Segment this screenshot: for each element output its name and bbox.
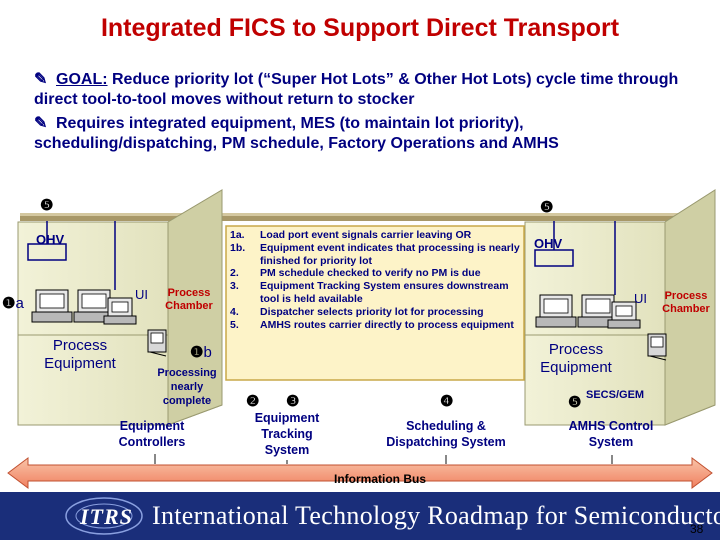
secs-gem-label: SECS/GEM [586,389,645,401]
step-5-marker: ❺ [540,199,554,216]
goal-text: Reduce priority lot (“Super Hot Lots” & … [34,71,679,108]
step-item: 1b. Equipment event indicates that proces… [230,242,522,268]
ohv-rail [20,213,700,221]
scheduling-dispatching-label: Scheduling & Dispatching System [386,419,506,449]
footer-banner-text: International Technology Roadmap for Sem… [152,501,720,530]
step-number: 5. [230,318,239,331]
page-number: 38 [690,522,704,536]
step-text: Load port event signals carrier leaving … [260,229,472,241]
information-bus-arrow [7,457,713,489]
step-1-marker: ❶ [190,344,204,361]
step-3-marker: ❸ [286,393,300,410]
processing-note: Processing nearly complete [157,367,217,407]
process-chamber-label: Process Chamber [662,290,710,315]
step-text: Equipment Tracking System ensures downst… [260,280,509,305]
computer-terminal-icon [147,329,167,357]
step-text: Equipment event indicates that processin… [260,241,520,267]
amhs-control-label: AMHS Control System [568,419,654,449]
step-item: 3. Equipment Tracking System ensures down… [230,280,522,306]
ohv-label: OHV [36,232,65,247]
bullet-requirements: ✎Requires integrated equipment, MES (to … [34,114,694,154]
step-item: 2. PM schedule checked to verify no PM is… [230,267,522,280]
ui-label: UI [135,287,148,302]
step-text: AMHS routes carrier directly to process … [260,318,514,331]
step-number: 2. [230,267,239,280]
itrs-logo-text: ITRS [80,504,133,529]
steps-box [225,225,525,381]
process-equipment-label: Process Equipment [44,337,116,372]
right-bay [524,189,716,426]
step-1-marker: ❶ [2,295,16,312]
left-bay [17,189,223,426]
bullet-goal: ✎ GOAL: Reduce priority lot (“Super Hot L… [34,70,694,110]
equipment-controllers-label: Equipment Controllers [118,419,186,449]
load-port-icon [73,289,115,323]
step-5-marker: ❺ [568,394,582,411]
step-2-marker: ❷ [246,393,260,410]
step-4-marker: ❹ [440,393,454,410]
step-item: 4. Dispatcher selects priority lot for pr… [230,306,522,319]
load-port-icon [535,294,577,328]
load-port-icon [577,294,619,328]
step-1b-marker: ❶b [190,343,212,361]
step-number: 3. [230,280,239,293]
load-port-icon [607,301,641,329]
information-bus-label: Information Bus [334,472,426,486]
steps-list: 1a. Load port event signals carrier leavi… [230,229,522,331]
step-item: 5. AMHS routes carrier directly to proces… [230,319,522,332]
pencil-icon: ✎ [34,71,48,88]
ohv-label: OHV [534,236,563,251]
ohv-rail-highlight [20,213,700,216]
step-1a-marker: ❶a [2,294,24,312]
page-title: Integrated FICS to Support Direct Transp… [100,14,620,42]
load-port-icon [31,289,73,323]
step-number: 1b. [230,241,246,254]
step-item: 1a. Load port event signals carrier leavi… [230,229,522,242]
itrs-logo-icon [65,497,143,535]
goal-label: GOAL: [56,71,108,88]
step-suffix-b: b [203,344,212,361]
pencil-icon: ✎ [34,115,48,132]
step-number: 1a. [230,229,245,241]
process-chamber-label: Process Chamber [165,287,213,312]
step-5-marker: ❺ [40,197,54,214]
step-text: PM schedule checked to verify no PM is d… [260,267,481,280]
step-text: Dispatcher selects priority lot for proc… [260,305,484,318]
load-port-icon [103,297,137,325]
requirements-text: Requires integrated equipment, MES (to m… [34,115,559,152]
equipment-tracking-label: Equipment Tracking System [254,411,320,457]
process-equipment-label: Process Equipment [540,341,612,376]
step-number: 4. [230,305,239,318]
computer-terminal-icon [647,333,667,361]
ui-label: UI [634,291,647,306]
step-suffix-a: a [15,295,24,312]
